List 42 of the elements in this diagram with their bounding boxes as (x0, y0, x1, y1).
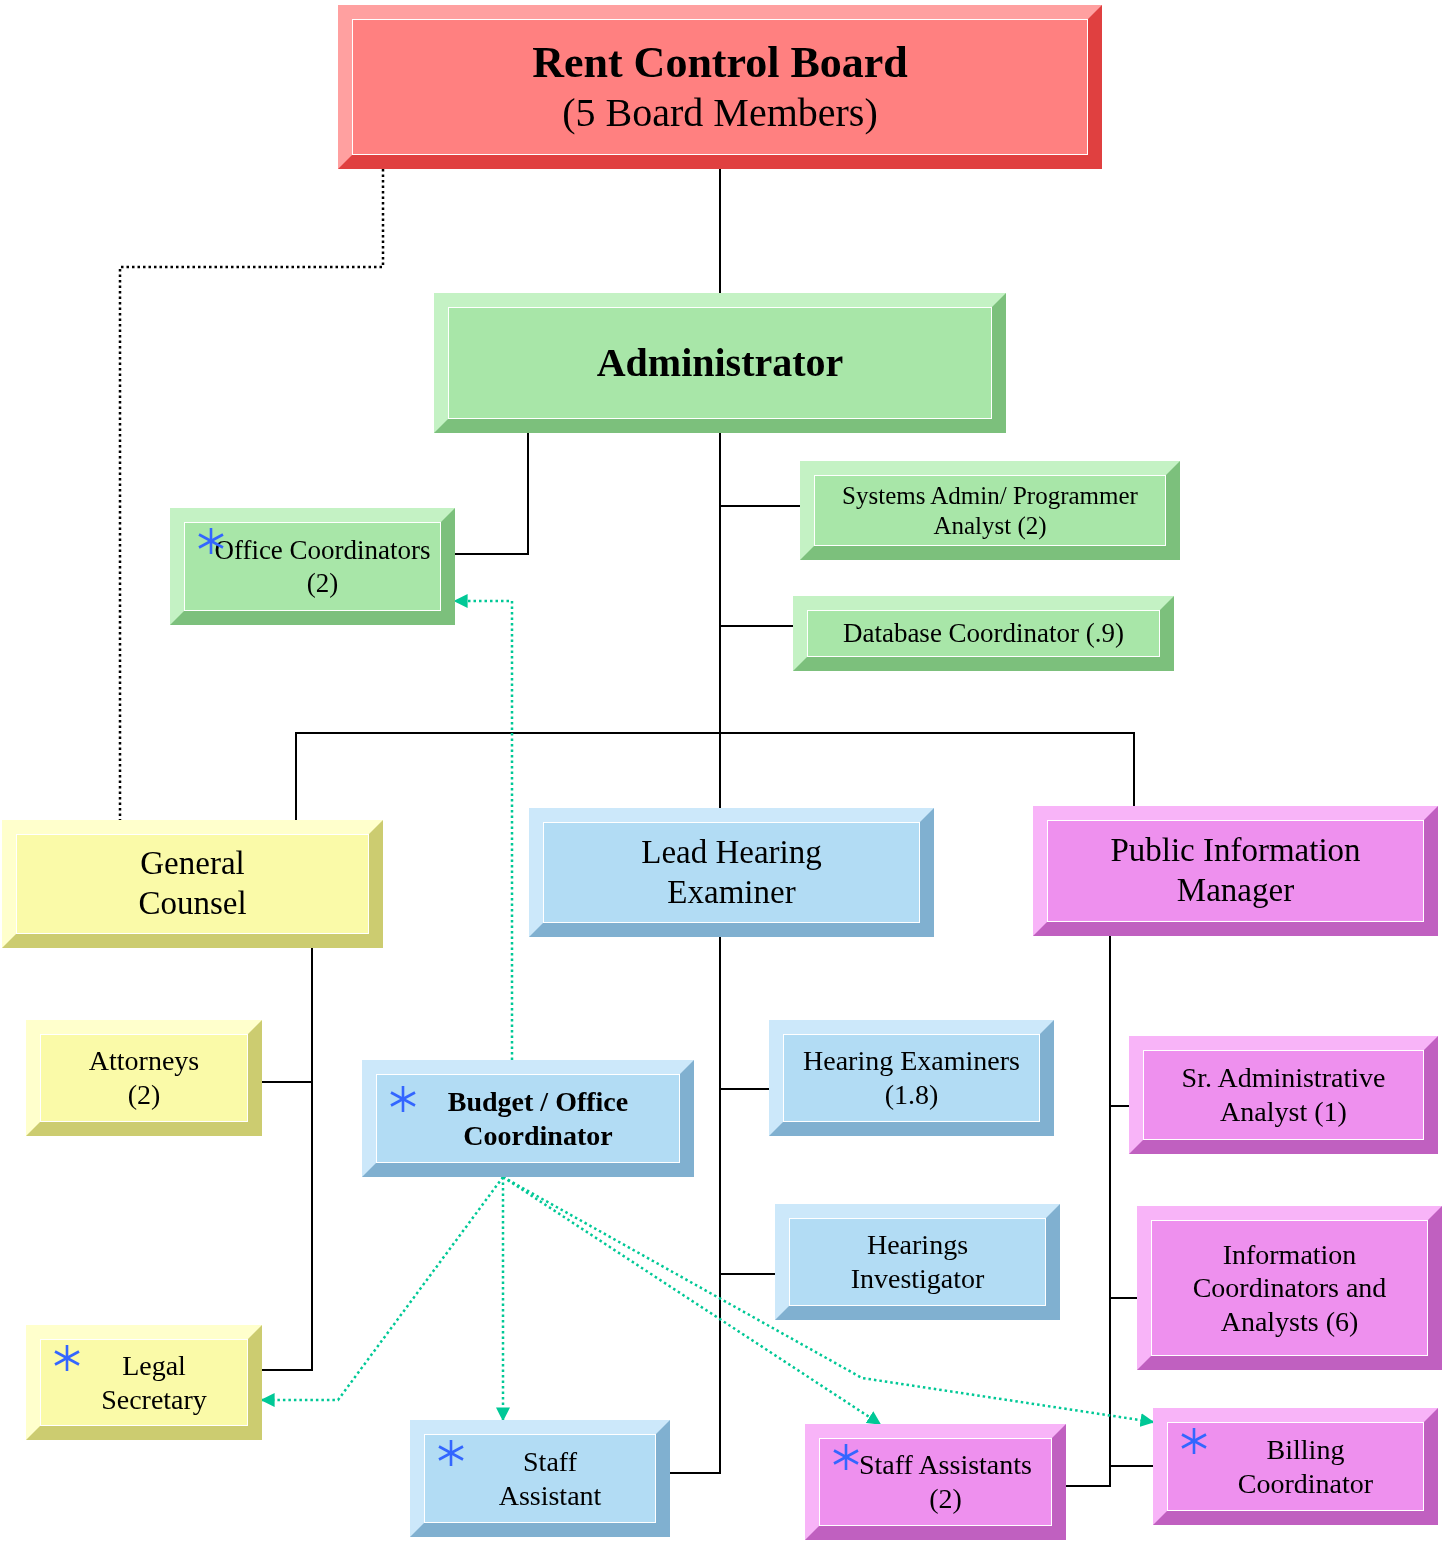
position-box (338, 5, 1102, 169)
position-title: Hearings Investigator (849, 1228, 986, 1296)
position-box (800, 461, 1180, 560)
position-box (1033, 806, 1438, 936)
position-box (434, 293, 1006, 433)
position-box (410, 1420, 670, 1537)
position-title: Lead Hearing Examiner (640, 832, 823, 912)
position-title: Database Coordinator (.9) (842, 617, 1125, 650)
position-box (170, 508, 455, 625)
position-title: Staff Assistants (2) (858, 1448, 1033, 1516)
arrow (502, 1175, 1155, 1428)
position-title: Staff Assistant (497, 1444, 603, 1513)
position-title: Hearing Examiners (1.8) (802, 1044, 1021, 1112)
position-title: Billing Coordinator (1236, 1432, 1375, 1501)
position-box (775, 1204, 1060, 1320)
position-box (1153, 1408, 1438, 1525)
connector-line (719, 168, 721, 294)
position-title: Administrator (596, 339, 844, 387)
position-title: Systems Admin/ Programmer Analyst (2) (841, 480, 1139, 541)
position-box (2, 820, 383, 948)
position-title: Public Information Manager (1109, 831, 1362, 910)
connector-line (454, 432, 529, 555)
position-subtitle: (5 Board Members) (562, 89, 878, 138)
position-box (26, 1020, 262, 1136)
position-title: Rent Control Board (532, 36, 908, 89)
position-title: General Counsel (137, 844, 248, 923)
position-box (362, 1060, 694, 1177)
position-box (805, 1424, 1066, 1540)
position-box (1137, 1206, 1442, 1370)
position-box (793, 596, 1174, 671)
position-box (529, 808, 934, 937)
arrow (496, 1177, 510, 1422)
position-title: Sr. Administrative Analyst (1) (1180, 1061, 1387, 1129)
position-title: Legal Secretary (100, 1348, 208, 1417)
position-title: Budget / Office Coordinator (446, 1084, 630, 1153)
position-title: Office Coordinators (2) (213, 534, 432, 599)
position-box (769, 1020, 1054, 1136)
position-title: Attorneys (2) (87, 1044, 201, 1112)
position-box (26, 1325, 262, 1440)
position-title: Information Coordinators and Analysts (6) (1191, 1237, 1388, 1339)
position-box (1129, 1036, 1438, 1154)
connector-line (118, 169, 385, 820)
